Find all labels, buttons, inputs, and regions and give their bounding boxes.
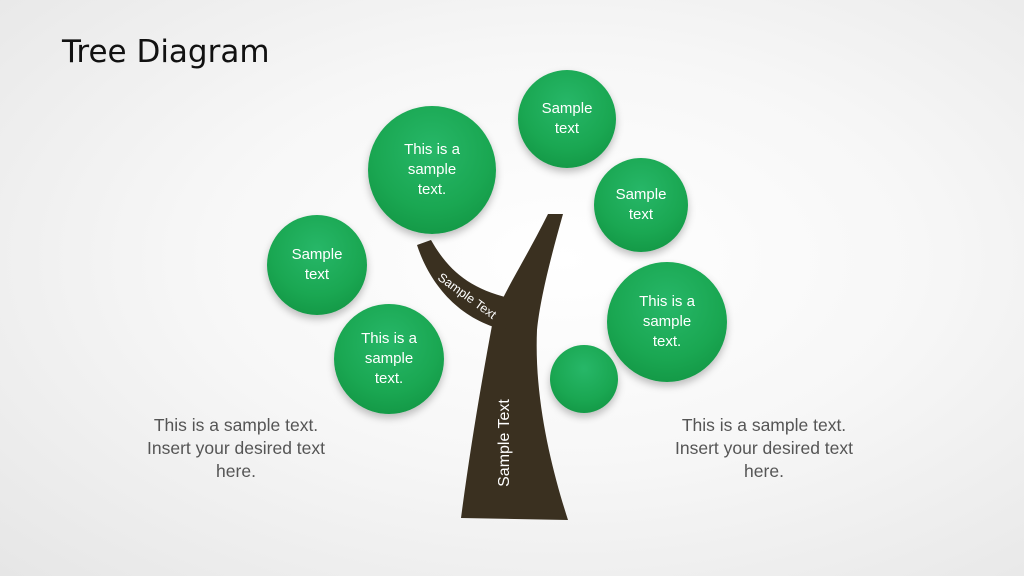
- leaf-text: This is a sample text.: [404, 141, 460, 198]
- leaf-circle-left-upper: Sample text: [267, 215, 367, 315]
- leaf-circle-right-middle: Sample text: [594, 158, 688, 252]
- leaf-circle-small-blank: [550, 345, 618, 413]
- leaf-text: This is a sample text.: [639, 293, 695, 350]
- slide-title: Tree Diagram: [62, 34, 270, 70]
- leaf-circle-left-lower: This is a sample text.: [334, 304, 444, 414]
- tree-trunk: [461, 214, 568, 520]
- leaf-text: Sample text: [541, 100, 593, 137]
- leaf-text: Sample text: [615, 186, 667, 223]
- left-body-text: This is a sample text. Insert your desir…: [147, 415, 325, 481]
- leaf-circle-top-left-large: This is a sample text.: [368, 106, 496, 234]
- trunk-label: Sample Text: [496, 399, 513, 487]
- tree-branch: [417, 240, 514, 330]
- leaf-circle-top-right-upper: Sample text: [518, 70, 616, 168]
- leaf-text: This is a sample text.: [361, 330, 417, 387]
- right-body-text: This is a sample text. Insert your desir…: [675, 415, 853, 481]
- leaf-text: Sample text: [291, 246, 343, 283]
- leaf-circle-right-lower: This is a sample text.: [607, 262, 727, 382]
